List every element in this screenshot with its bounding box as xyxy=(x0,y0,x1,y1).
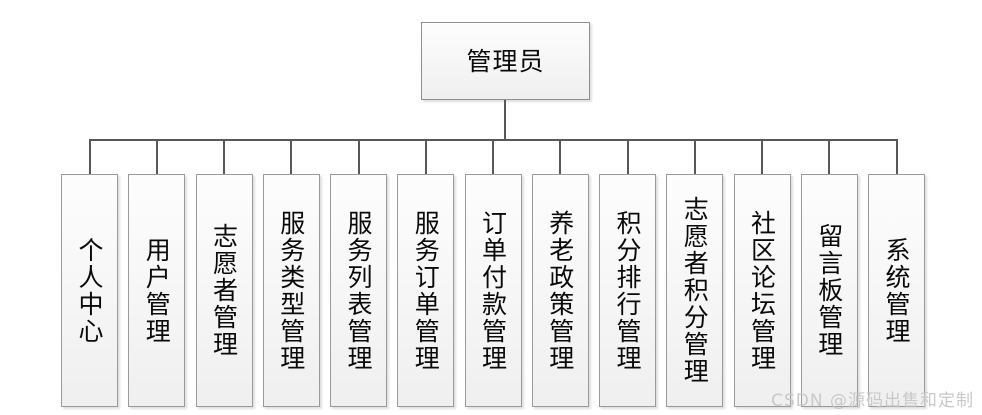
node-child-6[interactable]: 服务订单管理 xyxy=(397,174,455,407)
node-child-label: 留言板管理 xyxy=(814,223,844,358)
node-child-11[interactable]: 社区论坛管理 xyxy=(733,174,791,407)
connector-child-stem xyxy=(357,140,360,174)
connector-child-stem xyxy=(492,140,494,174)
node-child-label: 志愿者积分管理 xyxy=(680,196,710,385)
connector-child-stem xyxy=(88,140,91,174)
node-child-label: 个人中心 xyxy=(75,236,104,345)
connector-child-stem xyxy=(559,140,562,174)
connector-root-stem xyxy=(504,100,506,141)
node-child-label: 积分排行管理 xyxy=(613,209,642,372)
connector-child-stem xyxy=(626,140,629,174)
node-child-label: 服务订单管理 xyxy=(411,209,441,372)
node-child-5[interactable]: 服务列表管理 xyxy=(330,174,387,407)
connector-child-stem xyxy=(828,140,831,174)
node-child-label: 服务类型管理 xyxy=(276,209,306,372)
connector-child-stem xyxy=(761,140,763,174)
connector-child-stem xyxy=(693,140,696,174)
node-child-12[interactable]: 留言板管理 xyxy=(800,174,858,407)
connector-child-stem xyxy=(290,140,293,174)
node-child-label: 服务列表管理 xyxy=(344,209,373,372)
node-child-label: 社区论坛管理 xyxy=(747,209,777,372)
node-child-label: 订单付款管理 xyxy=(478,209,508,372)
node-child-3[interactable]: 志愿者管理 xyxy=(195,174,253,407)
node-child-10[interactable]: 志愿者积分管理 xyxy=(666,174,724,407)
connector-child-stem xyxy=(424,140,427,174)
node-child-4[interactable]: 服务类型管理 xyxy=(262,174,320,407)
node-child-13[interactable]: 系统管理 xyxy=(868,174,925,407)
node-child-label: 志愿者管理 xyxy=(209,223,239,358)
node-child-9[interactable]: 积分排行管理 xyxy=(599,174,656,407)
node-child-7[interactable]: 订单付款管理 xyxy=(464,174,522,407)
connector-child-stem xyxy=(223,140,225,174)
node-child-8[interactable]: 养老政策管理 xyxy=(531,174,589,407)
node-child-label: 养老政策管理 xyxy=(545,209,575,372)
node-child-1[interactable]: 个人中心 xyxy=(61,174,118,407)
node-root[interactable]: 管理员 xyxy=(421,22,590,100)
node-root-label: 管理员 xyxy=(466,46,545,76)
node-child-label: 用户管理 xyxy=(142,236,172,345)
node-child-2[interactable]: 用户管理 xyxy=(128,174,186,407)
connector-child-stem xyxy=(155,140,158,174)
connector-child-stem xyxy=(895,140,898,174)
node-child-label: 系统管理 xyxy=(882,236,911,345)
